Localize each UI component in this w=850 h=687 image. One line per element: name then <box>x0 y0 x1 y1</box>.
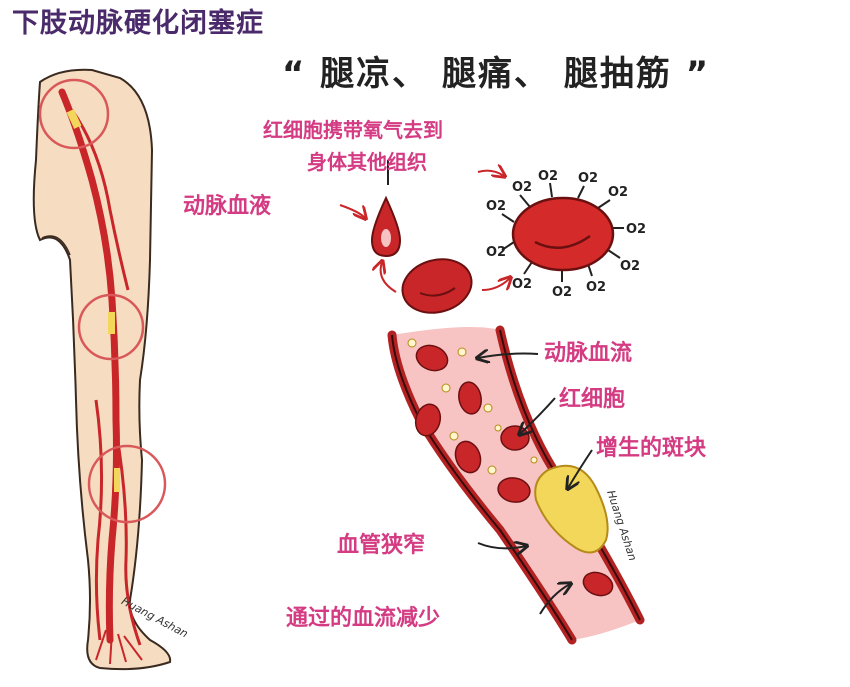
vessel-red-cells <box>414 344 614 597</box>
arrow <box>481 278 510 291</box>
blood-drop <box>370 195 402 258</box>
artery-branch <box>94 399 104 641</box>
o2-label: O2 <box>486 199 506 214</box>
symptoms-subtitle: “ 腿凉、 腿痛、 腿抽筋 ” <box>282 54 711 94</box>
red-blood-cell <box>414 403 442 437</box>
red-blood-cell <box>454 440 482 474</box>
artery-branch <box>70 109 130 291</box>
oxygenated-red-blood-cell: O2 O2 O2 O2 O2 O2 O2 O2 O2 O2 O2 <box>486 169 646 300</box>
o2-label: O2 <box>552 285 572 300</box>
label-vessel-narrowing: 血管狭窄 <box>337 533 426 558</box>
artery-branch <box>95 629 143 665</box>
o2-label: O2 <box>626 222 646 237</box>
artery-cross-section <box>387 325 645 645</box>
oxygen-labels: O2 O2 O2 O2 O2 O2 O2 O2 O2 O2 O2 <box>486 169 646 300</box>
leg-skin <box>32 68 172 671</box>
plaque-deposit <box>534 464 609 554</box>
label-red-blood-cells: 红细胞 <box>559 387 626 412</box>
red-blood-cell <box>458 381 482 415</box>
arrow <box>339 204 365 218</box>
red-blood-cell <box>582 571 614 597</box>
o2-label: O2 <box>620 259 640 274</box>
highlight-circle <box>38 78 110 150</box>
o2-label: O2 <box>512 180 532 195</box>
pointer-lines <box>478 354 593 615</box>
leg-illustration <box>32 68 172 671</box>
highlight-circle <box>77 293 145 361</box>
red-blood-cell <box>497 477 531 503</box>
red-blood-cell <box>401 258 473 314</box>
artery-branch <box>114 429 142 646</box>
o2-label: O2 <box>578 171 598 186</box>
o2-label: O2 <box>486 245 506 260</box>
plaque-spot <box>66 109 82 129</box>
label-arterial-blood: 动脉血液 <box>183 194 272 219</box>
arrow <box>477 171 504 176</box>
label-rbc-carry-oxygen-2: 身体其他组织 <box>307 150 427 174</box>
o2-label: O2 <box>538 169 558 184</box>
plaque-spot <box>114 468 120 492</box>
highlight-circle <box>87 444 167 524</box>
label-plaque: 增生的斑块 <box>596 436 707 461</box>
plaque-spot <box>108 312 115 334</box>
o2-label: O2 <box>608 185 628 200</box>
label-reduced-blood-flow: 通过的血流减少 <box>286 606 441 631</box>
vessel-particles <box>407 338 538 475</box>
label-rbc-carry-oxygen: 红细胞携带氧气去到 <box>263 118 443 142</box>
red-blood-cell <box>415 344 449 372</box>
o2-label: O2 <box>586 280 606 295</box>
page-title: 下肢动脉硬化闭塞症 <box>12 8 264 39</box>
arrow <box>381 262 397 293</box>
o2-label: O2 <box>512 277 532 292</box>
label-arterial-flow: 动脉血流 <box>544 341 633 366</box>
